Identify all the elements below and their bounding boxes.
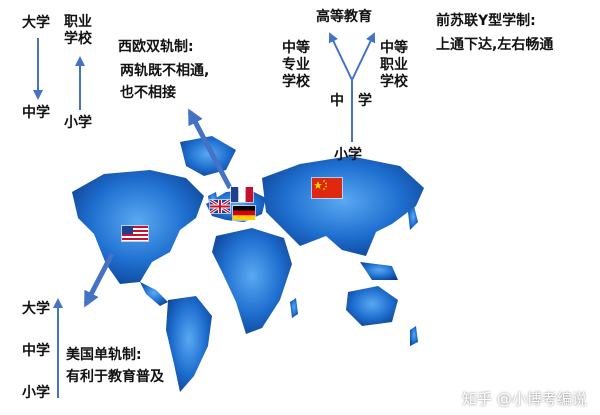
china-flag xyxy=(312,178,342,198)
label-middle-right: 学 xyxy=(358,93,372,109)
madagascar-shape xyxy=(290,298,298,318)
label-vocational-y-line1: 中等 xyxy=(380,40,408,56)
usa-title: 美国单轨制: xyxy=(66,347,142,363)
arrow-usa-pointer xyxy=(83,252,115,308)
new-zealand-shape xyxy=(410,326,418,346)
label-usa-university: 大学 xyxy=(22,301,50,317)
france-flag xyxy=(231,187,253,202)
usa-desc: 有利于教育普及 xyxy=(66,369,164,385)
label-secondary-specialized: 中等 专业 学校 xyxy=(282,40,310,91)
africa-shape xyxy=(212,228,292,334)
western-europe-desc-line2: 也不相接 xyxy=(120,85,176,101)
label-vocational-y-line2: 职业 xyxy=(380,57,408,73)
watermark-text: 知乎 @小博考编说 xyxy=(462,390,587,408)
label-specialized-line1: 中等 xyxy=(282,40,310,56)
label-primary-y: 小学 xyxy=(334,147,362,163)
australia-shape xyxy=(346,286,398,326)
label-usa-middle: 中学 xyxy=(22,343,50,359)
uk-flag xyxy=(210,200,230,213)
southeast-asia-shape xyxy=(360,262,398,280)
arrow-junction-to-higher-left xyxy=(328,32,353,81)
western-europe-desc-line1: 两轨既不相通, xyxy=(120,63,210,79)
label-specialized-line3: 学校 xyxy=(282,74,310,90)
arrow-europe-pointer xyxy=(187,108,233,190)
label-secondary-vocational: 中等 职业 学校 xyxy=(380,40,408,91)
label-university: 大学 xyxy=(22,15,50,31)
arrow-junction-to-higher-right xyxy=(351,32,376,81)
label-higher-education: 高等教育 xyxy=(316,9,372,25)
label-primary-school: 小学 xyxy=(64,115,92,131)
japan-shape xyxy=(408,206,418,230)
label-vocational-line2: 学校 xyxy=(64,31,92,47)
south-america-shape xyxy=(166,296,212,392)
label-middle-school: 中学 xyxy=(22,105,50,121)
label-specialized-line2: 专业 xyxy=(282,57,310,73)
usa-flag xyxy=(122,226,148,241)
asia-shape xyxy=(262,156,424,256)
label-middle-left: 中 xyxy=(330,93,344,109)
germany-flag xyxy=(233,206,255,220)
label-vocational-school: 职业 学校 xyxy=(64,14,92,48)
label-vocational-line1: 职业 xyxy=(64,14,92,30)
label-vocational-y-line3: 学校 xyxy=(380,74,408,90)
label-usa-primary: 小学 xyxy=(22,385,50,401)
soviet-title: 前苏联Y型学制: xyxy=(436,13,536,29)
western-europe-title: 西欧双轨制: xyxy=(118,39,194,55)
greenland-shape xyxy=(180,136,236,176)
central-america-shape xyxy=(140,282,168,306)
soviet-desc: 上通下达,左右畅通 xyxy=(436,37,554,53)
